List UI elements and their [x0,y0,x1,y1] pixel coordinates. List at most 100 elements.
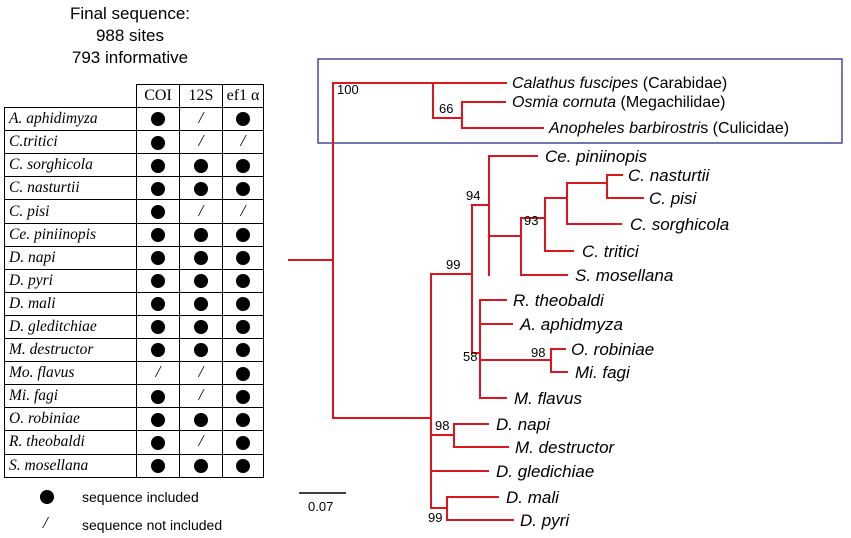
dot-icon [194,458,208,473]
slash-icon: / [240,200,246,220]
support-value: 98 [531,345,545,360]
dot-icon [151,204,165,219]
support-value: 94 [466,188,480,203]
table-row: D. napi [4,245,264,270]
species-name: Mo. flavus [4,361,137,386]
sequence-mark-cell [179,338,223,363]
dot-icon [151,227,165,242]
header-line-3: 793 informative [71,48,189,67]
dot-icon [151,435,165,450]
dot-icon [151,112,165,127]
taxon-label: C. tritici [582,242,640,261]
support-value: 99 [446,257,460,272]
dot-icon [151,158,165,173]
column-header-coi: COI [136,83,180,109]
support-value: 98 [435,418,449,433]
outgroup-box [317,58,843,144]
header-line-2: 988 sites [95,26,165,45]
sequence-mark-cell [222,361,264,386]
table-row: D. mali [4,291,264,316]
sequence-mark-cell [136,199,180,224]
slash-icon: / [198,200,204,220]
dot-icon [236,435,250,450]
dot-icon [151,458,165,473]
dot-icon [194,343,208,358]
table-row: C.tritici// [4,130,264,155]
sequence-mark-cell [136,314,180,340]
sequence-mark-cell [136,291,180,316]
table-header-row: COI 12S ef1 α [4,83,264,109]
taxon-label: C. sorghicola [630,215,729,234]
dot-icon [236,458,250,473]
taxon-label: O. robiniae [571,340,654,359]
taxon-label: D. napi [496,415,551,434]
dot-icon [236,366,250,381]
dot-icon [151,320,165,335]
dot-icon [194,297,208,312]
dot-icon [151,412,165,427]
slash-icon: / [155,362,161,382]
sequence-mark-cell [136,453,180,478]
dot-icon [236,112,250,127]
slash-icon: / [198,385,204,405]
table-row: D. gleditchiae [4,314,264,340]
dot-icon [194,158,208,173]
support-value: 93 [524,213,538,228]
dot-icon [194,227,208,242]
species-name: C. pisi [4,199,137,224]
sequence-mark-cell [136,130,180,155]
sequence-mark-cell [179,453,223,478]
species-name: D. mali [4,291,137,316]
species-name: C.tritici [4,130,137,155]
dot-icon [151,297,165,312]
dot-icon [236,251,250,266]
dot-icon [236,297,250,312]
dot-icon [194,181,208,196]
taxon-label: R. theobaldi [513,291,605,310]
dot-icon [194,251,208,266]
sequence-mark-cell: / [179,430,223,455]
taxon-label: D. gledichiae [496,462,594,481]
legend-included-label: sequence included [82,489,199,505]
sequence-mark-cell [179,314,223,340]
slash-icon: / [198,431,204,451]
sequence-mark-cell [222,291,264,316]
taxon-label: M. flavus [514,389,583,408]
slash-icon: / [43,513,48,532]
taxon-label: D. mali [506,488,560,507]
dot-icon [194,412,208,427]
slash-icon: / [198,108,204,128]
sequence-mark-cell [136,153,180,178]
dot-icon [236,412,250,427]
dot-icon [236,181,250,196]
dot-icon [236,227,250,242]
species-name: M. destructor [4,338,137,363]
dot-icon [236,389,250,404]
sequence-mark-cell [136,176,180,201]
support-value: 100 [337,82,359,97]
dot-icon [194,320,208,335]
species-name: Ce. piniinopis [4,222,137,247]
table-row: C. nasturtii [4,176,264,201]
slash-icon: / [198,362,204,382]
dot-icon [236,343,250,358]
slash-icon: / [240,131,246,151]
support-value: 99 [428,510,442,525]
taxon-label-anopheles: Anopheles barbirostris (Culicidae) [548,120,789,137]
taxon-label: C. pisi [649,189,697,208]
scale-bar-label: 0.07 [308,499,333,514]
taxon-label: D. pyri [520,511,570,530]
taxon-label: C. nasturtii [628,166,710,185]
taxon-label-calathus: Calathus fuscipes (Carabidae) [512,75,727,92]
taxon-label: Mi. fagi [575,363,631,382]
sequence-mark-cell: / [179,361,223,386]
species-name: S. mosellana [4,453,137,478]
table-row: Ce. piniinopis [4,222,264,247]
dot-icon [151,343,165,358]
sequence-mark-cell [222,222,264,247]
sequence-table: COI 12S ef1 α A. aphidimyza/C.tritici//C… [4,83,264,478]
table-row: O. robiniae [4,407,264,432]
taxon-label: M. destructor [515,438,616,457]
dot-icon [151,135,165,150]
